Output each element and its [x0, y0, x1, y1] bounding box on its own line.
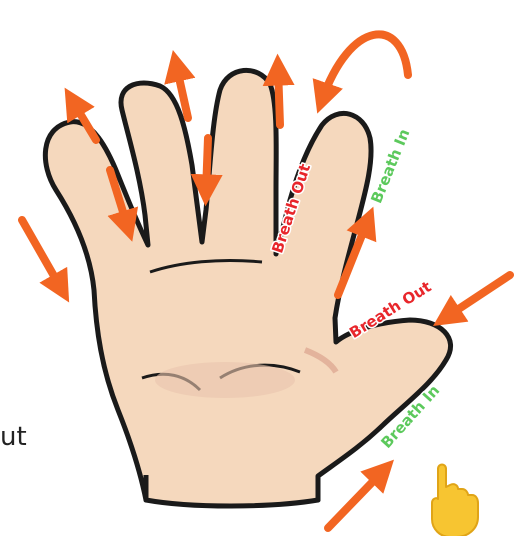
arrow-thumb-in — [445, 275, 510, 318]
wrist — [146, 475, 318, 506]
arrow-index-loop — [322, 34, 408, 100]
palm-shadow — [155, 362, 295, 398]
cropped-text: ut — [0, 422, 27, 452]
arrow-middle-up — [278, 68, 280, 125]
arrow-ring-inner-down — [206, 138, 208, 192]
pointing-hand-icon — [432, 465, 478, 536]
arrow-pinky-outer-down — [22, 220, 62, 290]
breath-in-label-1: Breath In — [367, 126, 413, 205]
arrow-thumb-lower-up — [328, 470, 384, 528]
